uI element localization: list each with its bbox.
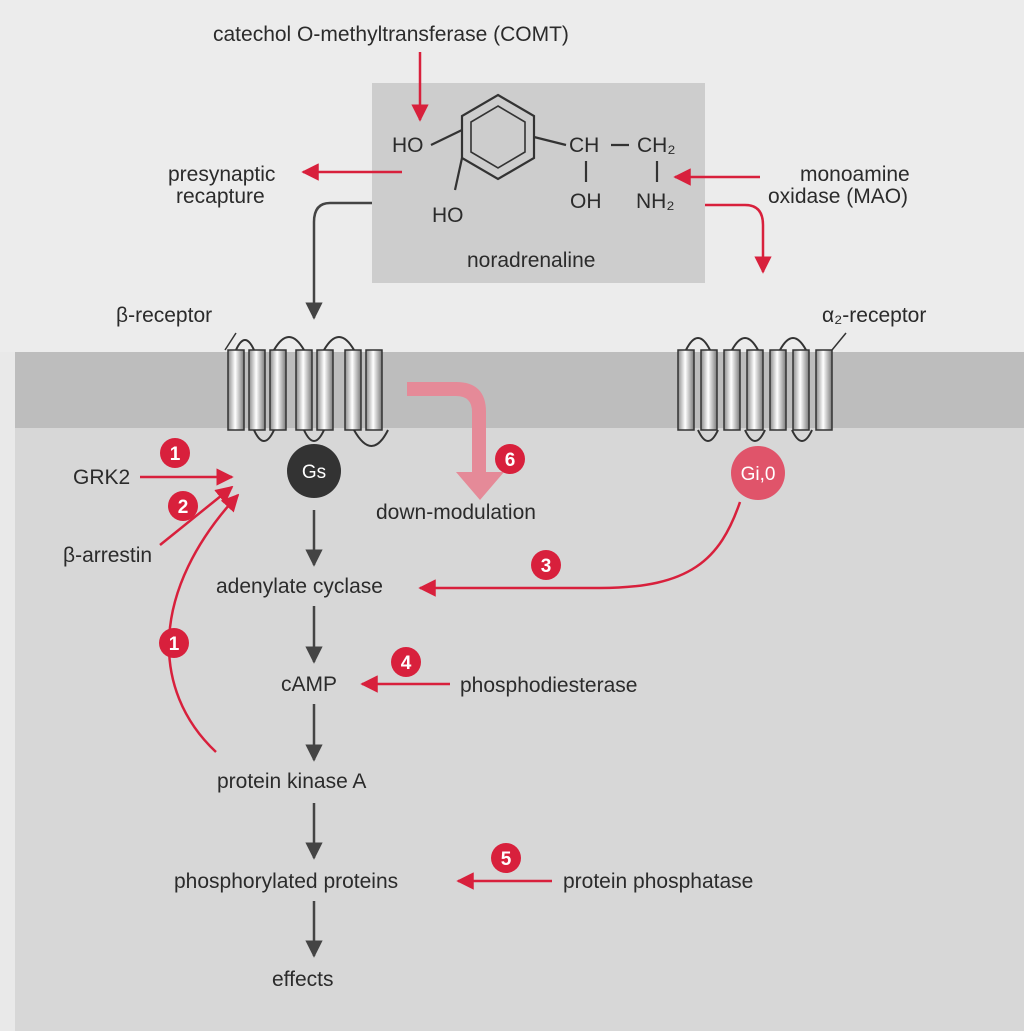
step-number-3: 3 — [541, 556, 552, 577]
beta-arrestin-label: β-arrestin — [63, 544, 152, 567]
alpha2-receptor-label: α₂-receptor — [822, 304, 926, 327]
step-number-1-pka: 1 — [169, 634, 180, 655]
phosphodiesterase-label: phosphodiesterase — [460, 674, 637, 697]
beta-arrestin-arrow — [159, 485, 234, 546]
step-badge-6 — [495, 444, 525, 474]
gio-label: Gi,0 — [741, 464, 776, 485]
step-badge-3 — [531, 550, 561, 580]
molecule-ch2: CH₂ — [637, 134, 675, 157]
gs-protein — [287, 444, 341, 498]
presynaptic-label-1: presynaptic — [168, 163, 275, 186]
step-badge-1-grk2 — [160, 438, 190, 468]
pka-label: protein kinase A — [217, 770, 366, 793]
effects-label: effects — [272, 968, 333, 991]
down-modulation-label: down-modulation — [376, 501, 536, 524]
grk2-label: GRK2 — [73, 466, 130, 489]
molecule-nh2: NH₂ — [636, 190, 674, 213]
adenylate-cyclase-label: adenylate cyclase — [216, 575, 383, 598]
to-alpha2-receptor-arrow — [705, 203, 772, 274]
cell-membrane — [15, 352, 1024, 428]
molecule-ho-bottom: HO — [432, 204, 464, 227]
step-badge-4 — [391, 647, 421, 677]
protein-phosphatase-label: protein phosphatase — [563, 870, 753, 893]
down-modulation-arrow — [407, 382, 504, 500]
gs-label: Gs — [302, 462, 326, 483]
mao-label-1: monoamine — [800, 163, 910, 186]
step-number-1-grk2: 1 — [170, 444, 181, 465]
molecule-oh: OH — [570, 190, 602, 213]
phosphorylated-proteins-label: phosphorylated proteins — [174, 870, 398, 893]
step-badge-1-pka — [159, 628, 189, 658]
molecule-ch: CH — [569, 134, 599, 157]
noradrenaline-structure — [430, 93, 659, 191]
step-badge-2 — [168, 491, 198, 521]
noradrenaline-label: noradrenaline — [467, 249, 595, 272]
cytoplasm — [15, 428, 1024, 1031]
to-beta-receptor-arrow — [305, 201, 372, 320]
step-number-5: 5 — [501, 849, 512, 870]
camp-label: cAMP — [281, 673, 337, 696]
beta-receptor-label: β-receptor — [116, 304, 212, 327]
molecule-ho-top: HO — [392, 134, 424, 157]
presynaptic-label-2: recapture — [176, 185, 265, 208]
alpha2-receptor — [677, 332, 847, 442]
gio-protein — [731, 446, 785, 500]
step-number-6: 6 — [505, 450, 516, 471]
comt-label: catechol O-methyltransferase (COMT) — [213, 23, 569, 46]
mao-label-2: oxidase (MAO) — [768, 185, 908, 208]
step-number-2: 2 — [178, 497, 189, 518]
gi-to-ac-arrow — [418, 501, 742, 597]
step-badge-5 — [491, 843, 521, 873]
beta-receptor — [224, 332, 389, 447]
step-number-4: 4 — [401, 653, 412, 674]
